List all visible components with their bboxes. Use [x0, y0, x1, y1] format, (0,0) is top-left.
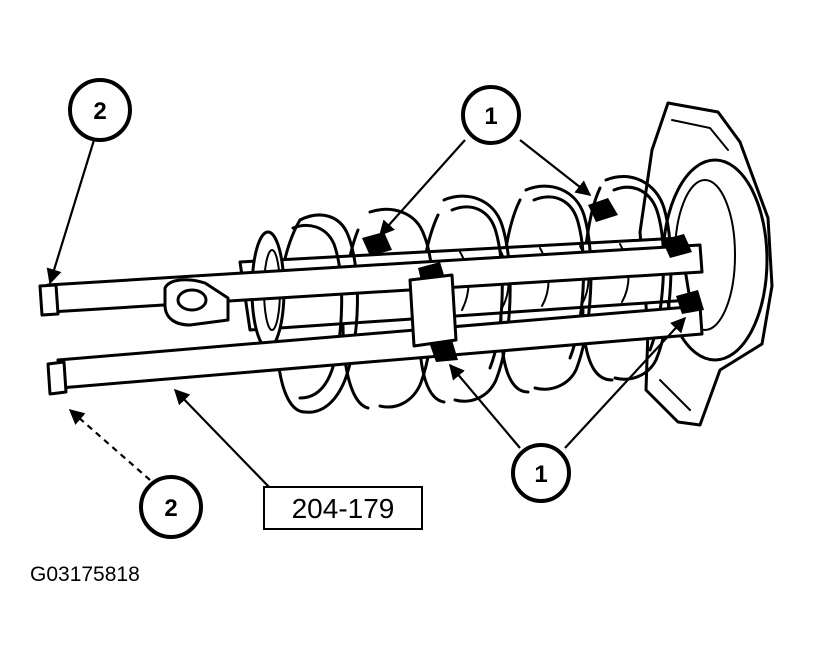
- callout-number: 2: [164, 495, 177, 522]
- figure-id: G03175818: [30, 563, 140, 586]
- tool-number-box: 204-179: [263, 486, 423, 530]
- callout-2-bottom-left: 2: [139, 475, 203, 539]
- leader-lines: [46, 139, 687, 489]
- callout-1-bottom-right: 1: [511, 443, 571, 503]
- callout-1-top-center: 1: [461, 85, 521, 145]
- tool-number: 204-179: [292, 493, 395, 524]
- spring-jaws: [362, 198, 704, 362]
- callout-number: 2: [93, 98, 106, 125]
- callout-number: 1: [534, 461, 547, 488]
- callout-number: 1: [484, 103, 497, 130]
- callout-2-top-left: 2: [68, 78, 132, 142]
- compressor-rod-lower: [46, 304, 704, 396]
- compressor-rod-upper: [38, 243, 704, 327]
